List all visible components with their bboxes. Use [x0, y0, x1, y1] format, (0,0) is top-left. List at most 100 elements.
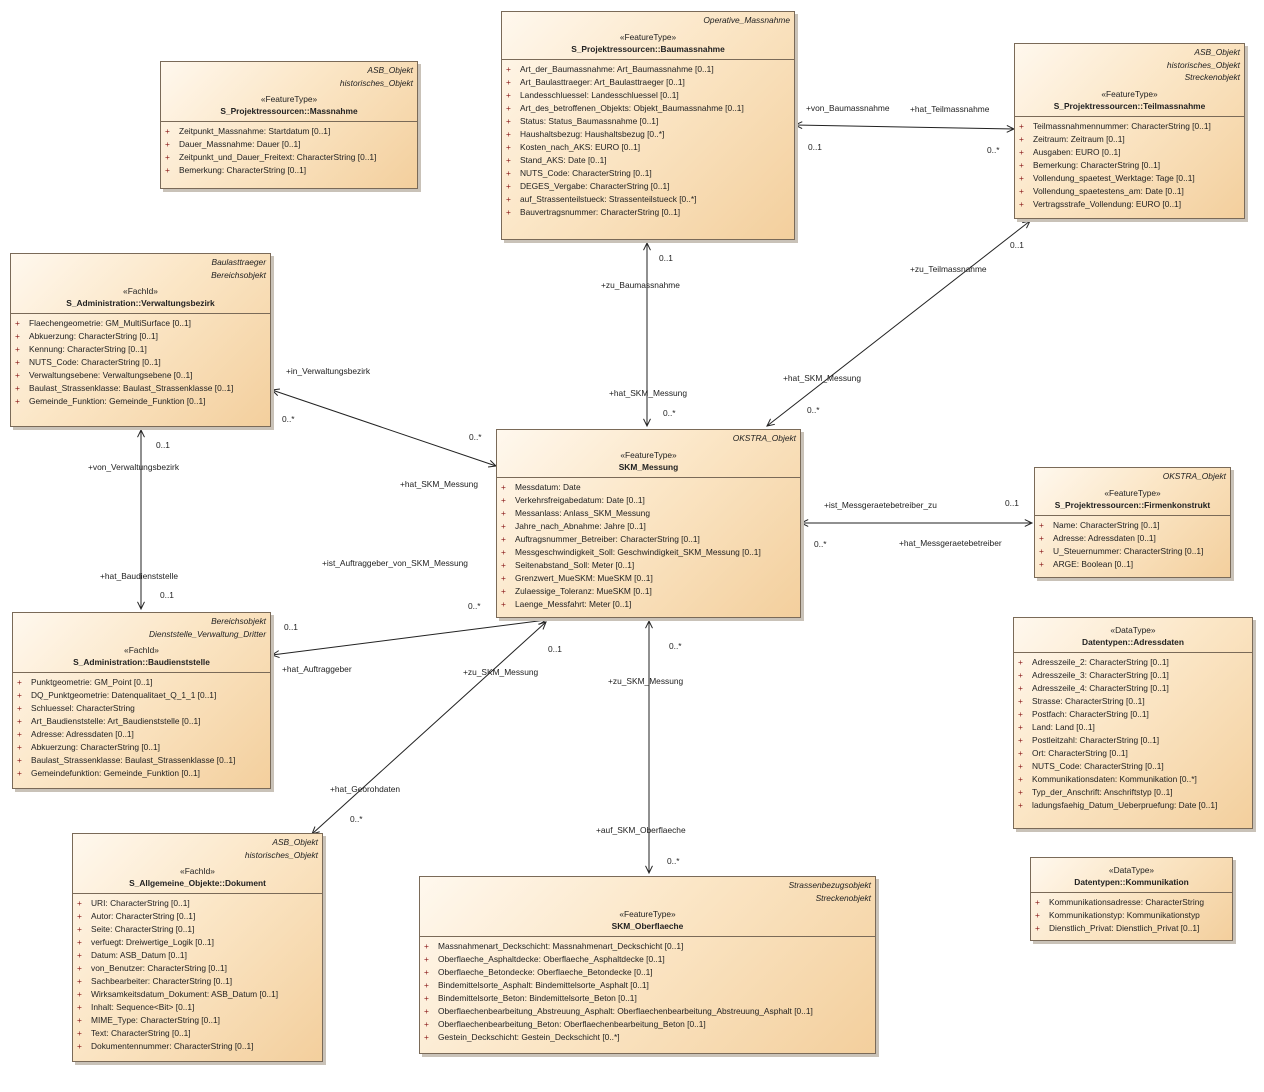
attribute-text: Grenzwert_MueSKM: MueSKM [0..1] — [515, 572, 653, 583]
visibility-public: + — [1039, 558, 1044, 569]
parent-class-name: ASB_Objekt — [367, 65, 413, 75]
visibility-public: + — [17, 729, 22, 739]
association-line[interactable] — [311, 621, 547, 835]
parent-class-name: Dienststelle_Verwaltung_Dritter — [149, 628, 266, 639]
attribute-text: Schluessel: CharacterString — [31, 703, 135, 713]
parent-class-name: ASB_Objekt — [272, 837, 318, 847]
attribute-row: +DQ_Punktgeometrie: Datenqualitaet_Q_1_1… — [17, 689, 266, 702]
attribute-list: +Punktgeometrie: GM_Point [0..1]+DQ_Punk… — [13, 673, 270, 782]
multiplicity-label: 0..* — [667, 856, 680, 866]
attribute-text: Messanlass: Anlass_SKM_Messung — [515, 507, 650, 518]
association-line[interactable] — [271, 619, 547, 656]
visibility-public: + — [506, 115, 511, 126]
attribute-text: Kennung: CharacterString [0..1] — [29, 344, 147, 354]
association-role-label: +ist_Messgeraetebetreiber_zu — [824, 500, 937, 510]
attribute-text: Landesschluessel: Landesschluessel [0..1… — [520, 89, 679, 100]
association-role-label: +hat_Baudienststelle — [100, 571, 178, 581]
attribute-text: Ausgaben: EURO [0..1] — [1033, 146, 1121, 157]
attribute-text: Kommunikationsadresse: CharacterString — [1049, 897, 1205, 907]
visibility-public: + — [77, 924, 82, 934]
visibility-public: + — [501, 520, 506, 531]
attribute-row: +von_Benutzer: CharacterString [0..1] — [77, 962, 318, 975]
multiplicity-label: 0..1 — [1010, 240, 1024, 250]
class-parents: OKSTRA_Objekt — [501, 432, 796, 445]
association-line[interactable] — [766, 220, 1031, 427]
class-stereotype: «FachId» — [180, 866, 215, 876]
visibility-public: + — [1019, 185, 1024, 196]
attribute-row: +Bauvertragsnummer: CharacterString [0..… — [506, 206, 790, 219]
multiplicity-label: 0..* — [669, 641, 682, 651]
association-line[interactable] — [271, 389, 497, 467]
association-arrowhead — [270, 388, 281, 396]
attribute-text: Kommunikationsdaten: Kommunikation [0..*… — [1032, 774, 1197, 784]
visibility-public: + — [165, 152, 170, 162]
class-name: SKM_Oberflaeche — [611, 921, 684, 931]
visibility-public: + — [15, 357, 20, 367]
attribute-text: Verkehrsfreigabedatum: Date [0..1] — [515, 494, 645, 505]
attribute-row: +ARGE: Boolean [0..1] — [1039, 558, 1226, 571]
multiplicity-label: 0..* — [350, 814, 363, 824]
attribute-row: +Dauer_Massnahme: Dauer [0..1] — [165, 138, 413, 151]
visibility-public: + — [1019, 172, 1024, 183]
attribute-row: +Haushaltsbezug: Haushaltsbezug [0..*] — [506, 128, 790, 141]
class-stereotype: «FeatureType» — [619, 31, 677, 42]
class-name: S_Projektressourcen::Teilmassnahme — [1053, 100, 1206, 111]
visibility-public: + — [77, 1015, 82, 1025]
visibility-public: + — [1018, 709, 1023, 719]
visibility-public: + — [506, 154, 511, 165]
visibility-public: + — [1039, 545, 1044, 556]
attribute-row: +Bindemittelsorte_Asphalt: Bindemittelso… — [424, 979, 871, 992]
attribute-row: +Kommunikationsdaten: Kommunikation [0..… — [1018, 773, 1248, 786]
class-kommunikation[interactable]: «DataType»Datentypen::Kommunikation+Komm… — [1030, 857, 1233, 941]
attribute-text: Gemeindefunktion: Gemeinde_Funktion [0..… — [31, 768, 200, 778]
class-skm-messung[interactable]: OKSTRA_Objekt«FeatureType»SKM_Messung+Me… — [496, 429, 801, 618]
association-role-label: +hat_Teilmassnahme — [910, 104, 990, 114]
class-stereotype: «DataType» — [1110, 625, 1156, 635]
parent-class-name: Streckenobjekt — [1184, 72, 1240, 82]
attribute-text: Vollendung_spaetest_Werktage: Tage [0..1… — [1033, 172, 1195, 183]
attribute-text: Vertragsstrafe_Vollendung: EURO [0..1] — [1033, 198, 1182, 209]
visibility-public: + — [501, 546, 506, 557]
attribute-list: +Kommunikationsadresse: CharacterString+… — [1031, 893, 1232, 937]
visibility-public: + — [506, 206, 511, 217]
attribute-text: Seite: CharacterString [0..1] — [91, 924, 195, 934]
attribute-row: +Art_der_Baumassnahme: Art_Baumassnahme … — [506, 63, 790, 76]
attribute-list: +Name: CharacterString [0..1]+Adresse: A… — [1035, 516, 1230, 573]
attribute-row: +Adresse: Adressdaten [0..1] — [17, 728, 266, 741]
visibility-public: + — [1035, 923, 1040, 933]
class-adressdaten[interactable]: «DataType»Datentypen::Adressdaten+Adress… — [1013, 617, 1253, 829]
attribute-row: +Adresszeile_4: CharacterString [0..1] — [1018, 682, 1248, 695]
visibility-public: + — [1039, 519, 1044, 530]
attribute-text: NUTS_Code: CharacterString [0..1] — [29, 357, 161, 367]
attribute-row: +Baulast_Strassenklasse: Baulast_Strasse… — [15, 382, 266, 395]
attribute-text: Adresszeile_4: CharacterString [0..1] — [1032, 683, 1169, 693]
attribute-row: +Stand_AKS: Date [0..1] — [506, 154, 790, 167]
visibility-public: + — [501, 598, 506, 609]
class-firmenkonstrukt[interactable]: OKSTRA_Objekt«FeatureType»S_Projektresso… — [1034, 467, 1231, 578]
attribute-row: +Verkehrsfreigabedatum: Date [0..1] — [501, 494, 796, 507]
attribute-text: Typ_der_Anschrift: Anschriftstyp [0..1] — [1032, 787, 1173, 797]
attribute-text: Adresse: Adressdaten [0..1] — [1053, 532, 1156, 543]
visibility-public: + — [506, 193, 511, 204]
class-baumassnahme[interactable]: Operative_Massnahme«FeatureType»S_Projek… — [501, 11, 795, 240]
multiplicity-label: 0..1 — [160, 590, 174, 600]
multiplicity-label: 0..1 — [156, 440, 170, 450]
attribute-row: +Messanlass: Anlass_SKM_Messung — [501, 507, 796, 520]
attribute-row: +Grenzwert_MueSKM: MueSKM [0..1] — [501, 572, 796, 585]
multiplicity-label: 0..1 — [1005, 498, 1019, 508]
association-role-label: +auf_SKM_Oberflaeche — [596, 825, 686, 835]
association-arrowhead — [799, 519, 809, 527]
attribute-row: + Vollendung_spaetest_Werktage: Tage [0..… — [1019, 172, 1240, 185]
association-line[interactable] — [794, 124, 1015, 130]
attribute-row: +Seitenabstand_Soll: Meter [0..1] — [501, 559, 796, 572]
multiplicity-label: 0..1 — [284, 622, 298, 632]
